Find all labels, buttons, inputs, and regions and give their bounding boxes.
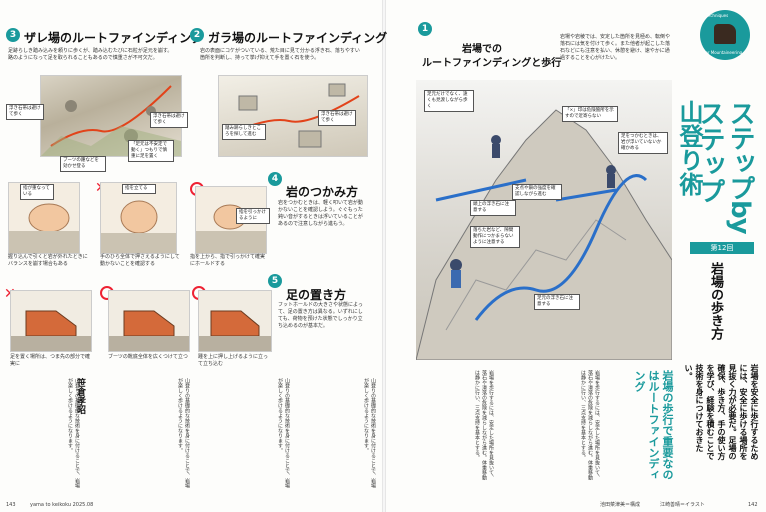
credit-illustrator: 江崎善晴＝イラスト: [660, 502, 705, 508]
lead-text: 岩場を安全に歩行するためには、安全に歩ける場所を見抜く力が必要だ。足場の確保、歩…: [684, 364, 759, 460]
subhead: 岩場の歩行で重要なのはルートファインディング: [633, 370, 674, 480]
callout-3d: ブーツの踵などを効かせ登る: [60, 156, 106, 172]
hand-callout-c: 指を引っかけるように: [236, 208, 270, 224]
series-logo: Techniques for Mountaineering: [700, 10, 750, 60]
right-page-number: 142: [748, 502, 758, 508]
topic-title: 岩場の歩き方: [708, 262, 723, 340]
hand-callout-b: 指を立てる: [122, 184, 156, 194]
left-body-col-2: 山登りの基礎的な技術を身に付けることで、岩場が楽しく歩けるようになります。: [177, 378, 190, 488]
callout-1d: 支点や鎖の強度を確認しながら進む: [512, 184, 562, 200]
boulder-field-illustration: [218, 75, 368, 157]
author-name: 笹倉孝昭: [75, 378, 85, 414]
section-5-badge: 5: [268, 274, 282, 288]
boot-correct-1: [108, 290, 190, 352]
series-title-line2: ステップ: [695, 100, 725, 204]
callout-2a: 踏み跡らしきところを探して進む: [222, 124, 266, 140]
callout-3b: 浮き石帯は避けて歩く: [150, 112, 188, 128]
section-1-desc: 岩場や岩稜では、安定した箇所を見極め、転倒や落石には気を付けて歩く。また他者が起…: [560, 34, 671, 61]
callout-3c: 「足元は不安定で動く」つもりで慎重に足を置く: [128, 140, 174, 162]
rock-face-svg: [416, 109, 672, 360]
section-3-desc: 足跡らしき踏み込みを頼りに歩くが、踏み込むたびに石粒が足元を崩す。路のようになっ…: [8, 48, 173, 61]
boot-svg-3: [199, 310, 271, 351]
hand-callout-a: 指が重なっている: [20, 184, 54, 200]
boot-caption-2: ブーツの靴底全体を広くつけて立つ: [108, 354, 188, 360]
hand-svg-2: [101, 200, 176, 253]
section-1-badge: 1: [418, 22, 432, 36]
right-body-col-1: 岩場を歩行するには、安定した場所を見抜いて、落石や滑落の危険を減らしながら進む。…: [580, 370, 600, 480]
left-publication: yama to keikoku 2025.08: [30, 502, 94, 508]
section-5-title: 足の置き方: [286, 288, 347, 302]
section-4-title: 岩のつかみ方: [286, 185, 359, 199]
series-title-line3: 山登り術: [675, 100, 703, 196]
callout-1c: 足をつかむときは、岩が浮いていないか確かめる: [618, 132, 668, 154]
boot-logo-icon: [714, 24, 736, 44]
section-4-desc: 岩をつかむときは、軽く叩いて岩が動かないことを確認しよう。ぐぐもった鈍い音がする…: [278, 200, 363, 227]
section-1-title-line1: 岩場での: [462, 44, 502, 55]
section-4-badge: 4: [268, 172, 282, 186]
section-2-title: ガラ場のルートファインディング: [208, 31, 388, 45]
wrong-mark-2: ✕: [4, 286, 16, 302]
section-2-badge: 2: [190, 28, 204, 42]
rock-face-illustration: [416, 80, 672, 360]
callout-1e: 頭上の浮き石に注意する: [470, 200, 516, 216]
section-5-desc: フットホールドの大きさや状態によって、足の置き方は異なる。いずれにしても、荷物を…: [278, 302, 363, 329]
hand-svg-1: [9, 203, 79, 253]
hand-caption-2: 手のひら全体で押さえるようにして動かないことを確認する: [100, 254, 180, 267]
section-3-badge: 3: [6, 28, 20, 42]
callout-1g: 足元の浮き石に注意する: [534, 294, 580, 310]
boot-caption-1: 足を置く場所は、つま先の部分で確実に: [10, 354, 91, 367]
hand-caption-3: 指を上から、指で引っかけて確実にホールドする: [190, 254, 266, 267]
section-2-desc: 岩の表面にコケがついている、荒た目に見て分かる浮き石、落ちやすい箇所を判断し、持…: [200, 48, 360, 61]
callout-1f: 落ちた岩など、隙間動作につかまらないように注意する: [470, 226, 520, 248]
hand-grip-wrong-2: [100, 182, 177, 254]
boot-caption-3: 踵を上に押し上げるように立って立ち込む: [198, 354, 269, 367]
callout-2b: 浮き石帯は避けて歩く: [318, 110, 356, 126]
left-page-number: 143: [6, 502, 16, 508]
right-body-col-2: 岩場を歩行するには、安定した場所を見抜いて、落石や滑落の危険を減らしながら進む。…: [474, 370, 494, 480]
series-title-line1: ステップby: [725, 100, 755, 234]
boot-wrong: [10, 290, 92, 352]
gutter: [382, 0, 386, 512]
boot-correct-2: [198, 290, 272, 352]
credit-editor: 池田菜津美＝構成: [600, 502, 641, 508]
callout-1a: 足元だけでなく、遠くも見渡しながら歩く: [424, 90, 474, 112]
logo-text-top: Techniques: [706, 13, 729, 18]
left-body-col-1: 山登りの基礎的な技術を身に付けることで、岩場が楽しく歩けるようになります。: [67, 378, 80, 488]
logo-text-bottom: for Mountaineering: [704, 50, 743, 55]
episode-badge: 第12回: [690, 242, 754, 254]
callout-3a: 浮き石帯は避けて歩く: [6, 104, 44, 120]
section-3-title: ザレ場のルートファインディング: [24, 31, 204, 45]
boot-svg-1: [11, 310, 91, 351]
callout-1b: 「×」印は危険箇所を示すので近寄らない: [562, 106, 618, 122]
hand-caption-1: 握り込んで引くと岩が外れたときにバランスを崩す場合もある: [8, 254, 88, 267]
left-body-col-3: 山登りの基礎的な技術を身に付けることで、岩場が楽しく歩けるようになります。: [277, 378, 290, 488]
boot-svg-2: [109, 310, 189, 351]
left-body-col-4: 山登りの基礎的な技術を身に付けることで、岩場が楽しく歩けるようになります。: [363, 378, 376, 488]
section-1-title-line2: ルートファインディングと歩行: [422, 58, 562, 69]
